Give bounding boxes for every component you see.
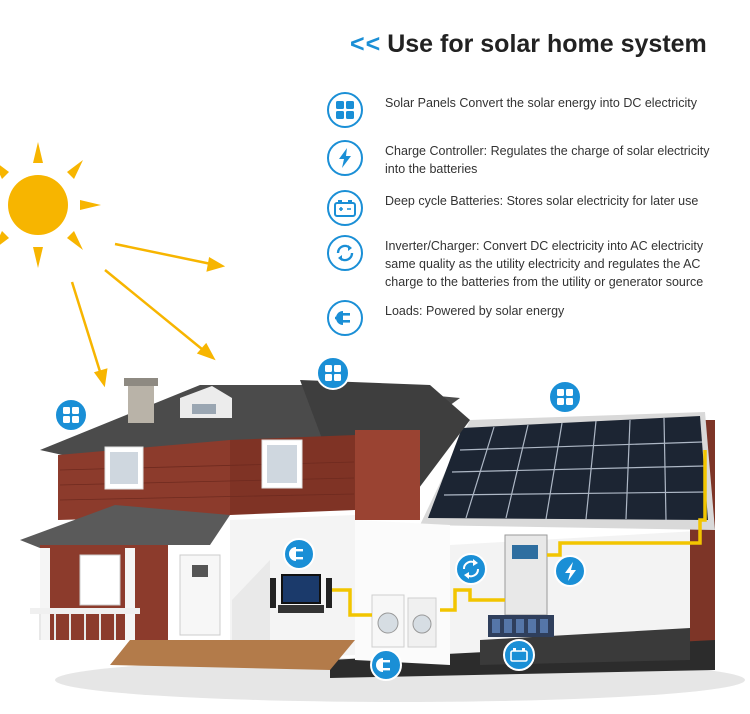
legend-text: Solar Panels Convert the solar energy in… — [385, 96, 697, 110]
scene-badges — [54, 356, 586, 681]
battery-bank — [488, 615, 554, 637]
solar-panel-badge-icon — [54, 398, 88, 432]
lightning-bolt-icon — [327, 140, 363, 176]
lightning-badge-icon — [554, 555, 586, 587]
legend-text: Deep cycle Batteries: Stores solar elect… — [385, 194, 699, 208]
solar-panel-badge-icon — [548, 380, 582, 414]
legend-text: Inverter/Charger: Convert DC electricity… — [385, 239, 704, 289]
solar-panel-icon — [327, 92, 363, 128]
plug-icon — [327, 300, 363, 336]
house — [20, 378, 470, 670]
sun-ray-arrows — [70, 242, 226, 388]
battery-icon — [327, 190, 363, 226]
wiring — [332, 450, 707, 617]
title-text: Use for solar home system — [387, 30, 707, 58]
inverter-unit — [504, 534, 548, 616]
solar-panel-array — [420, 412, 715, 530]
page-title: <<Use for solar home system — [350, 30, 707, 59]
inverter-cycle-icon — [327, 235, 363, 271]
inverter-badge-icon — [455, 553, 487, 585]
legend-text: Loads: Powered by solar energy — [385, 304, 565, 318]
sun-icon — [0, 142, 101, 268]
plug-badge-icon — [283, 538, 315, 570]
plug-badge-icon — [370, 649, 402, 681]
legend-text: Charge Controller: Regulates the charge … — [385, 144, 710, 176]
solar-panel-badge-icon — [316, 356, 350, 390]
chevron-left-icon: << — [350, 30, 382, 58]
battery-badge-icon — [503, 639, 535, 671]
